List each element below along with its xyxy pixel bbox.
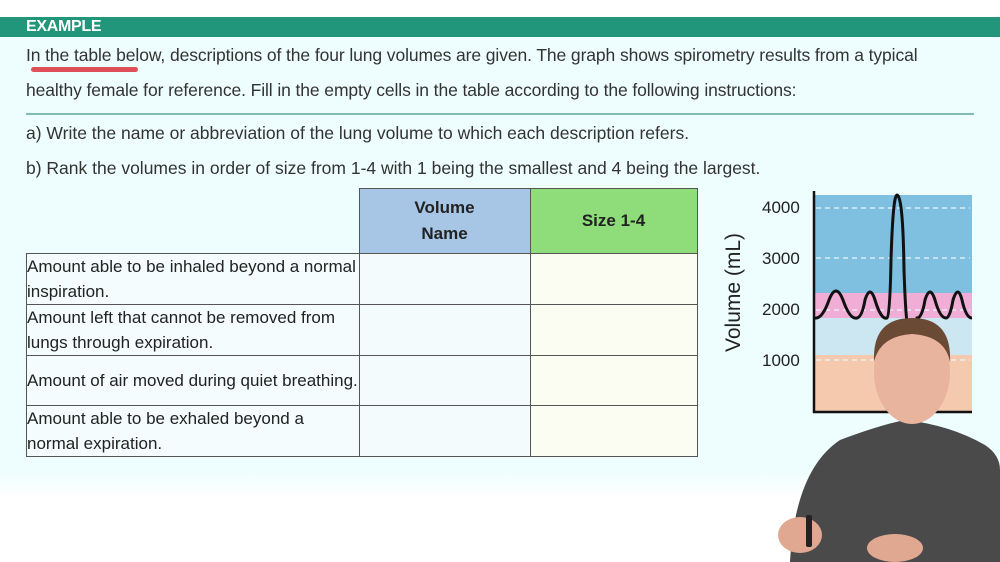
size-cell[interactable]	[529, 405, 698, 457]
pen-icon	[806, 515, 812, 547]
presenter-hand-right	[867, 534, 923, 562]
header-volume-name-text: Volume Name	[414, 198, 475, 243]
table-header-row: Volume Name Size 1-4	[27, 188, 698, 254]
spirometry-trace	[813, 193, 973, 332]
presenter-hand-left	[778, 517, 822, 553]
presenter-hair	[873, 318, 951, 362]
header-volume-name: Volume Name	[358, 188, 531, 254]
presenter-video-overlay	[778, 318, 1000, 562]
y-tick-4000: 4000	[762, 198, 800, 217]
size-cell[interactable]	[529, 253, 698, 305]
row-description: Amount able to be exhaled beyond a norma…	[26, 405, 360, 457]
table-row: Amount of air moved during quiet breathi…	[26, 355, 698, 406]
instruction-a: a) Write the name or abbreviation of the…	[26, 123, 690, 143]
y-tick-2000: 2000	[762, 300, 800, 319]
header-blank	[27, 189, 360, 254]
intro-line-1: In the table below, descriptions of the …	[26, 45, 918, 65]
instruction-b: b) Rank the volumes in order of size fro…	[26, 158, 761, 178]
volume-name-cell[interactable]	[358, 253, 531, 305]
table-row: Amount left that cannot be removed from …	[26, 304, 698, 356]
annotation-underline	[31, 67, 138, 72]
volume-name-cell[interactable]	[358, 304, 531, 356]
row-description: Amount able to be inhaled beyond a norma…	[26, 253, 360, 305]
lung-volume-table: Volume Name Size 1-4 Amount able to be i…	[26, 188, 698, 457]
volume-name-cell[interactable]	[358, 405, 531, 457]
size-cell[interactable]	[529, 355, 698, 406]
size-cell[interactable]	[529, 304, 698, 356]
table-row: Amount able to be exhaled beyond a norma…	[26, 405, 698, 457]
y-tick-1000: 1000	[762, 351, 800, 370]
example-header-bar	[0, 17, 1000, 37]
volume-name-cell[interactable]	[358, 355, 531, 406]
example-label: EXAMPLE	[26, 18, 102, 35]
row-description: Amount left that cannot be removed from …	[26, 304, 360, 356]
presenter-shirt	[790, 420, 1000, 562]
table-row: Amount able to be inhaled beyond a norma…	[26, 253, 698, 305]
top-strip	[0, 0, 1000, 17]
header-size: Size 1-4	[529, 188, 698, 254]
intro-line-2: healthy female for reference. Fill in th…	[26, 80, 797, 100]
row-description: Amount of air moved during quiet breathi…	[26, 355, 360, 406]
presenter-face	[874, 320, 950, 424]
y-tick-3000: 3000	[762, 249, 800, 268]
divider	[26, 113, 974, 115]
